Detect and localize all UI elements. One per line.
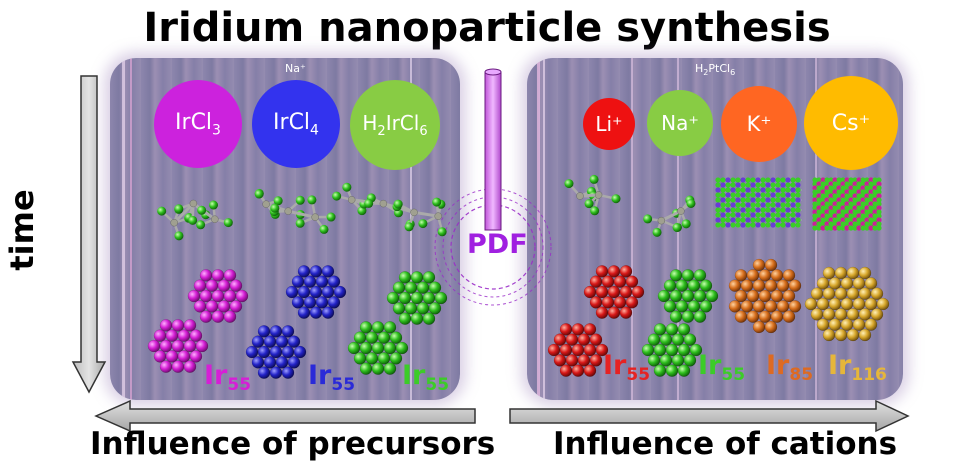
molecule-irc13 xyxy=(157,199,233,241)
cluster-green-right-upper xyxy=(657,269,719,323)
cluster-blue-upper xyxy=(285,265,347,319)
precursor-arrow xyxy=(94,399,476,433)
precursor-caption: Influence of precursors xyxy=(90,426,496,462)
cluster-magenta-lower xyxy=(147,319,209,373)
page-title: Iridium nanoparticle synthesis xyxy=(143,5,831,51)
precursor-panel: Na⁺ IrCl3 IrCl4 H2IrCl6 xyxy=(110,58,460,400)
molecule-irc14 xyxy=(254,188,336,234)
molecule-li xyxy=(564,174,621,216)
cation-arrow xyxy=(509,399,910,433)
molecular-structures xyxy=(157,174,696,241)
product-label-right-1: Ir55 xyxy=(603,350,651,385)
cluster-magenta-upper xyxy=(187,269,249,323)
cation-k-label: K⁺ xyxy=(746,112,772,136)
product-label-left-2: Ir55 xyxy=(308,360,356,395)
cation-cs-label: Cs⁺ xyxy=(831,110,871,136)
nanoparticle-clusters xyxy=(147,258,890,379)
cation-k-circle: K⁺ xyxy=(721,86,797,162)
precursor-ircl3-circle: IrCl3 xyxy=(154,80,242,168)
precursor-ircl4-label: IrCl4 xyxy=(273,109,319,139)
pdf-probe xyxy=(434,68,552,306)
product-label-left-3: Ir55 xyxy=(402,360,450,395)
precursor-h2ircl6-label: H2IrCl6 xyxy=(362,111,428,139)
molecule-na xyxy=(643,195,696,237)
cation-li-label: Li⁺ xyxy=(595,112,623,136)
cluster-blue-lower xyxy=(245,325,307,379)
crystal-lattices xyxy=(715,177,882,231)
precursor-ircl4-circle: IrCl4 xyxy=(252,80,340,168)
pdf-label: PDF xyxy=(467,229,528,260)
cation-cs-circle: Cs⁺ xyxy=(804,76,898,170)
cation-na-label: Na⁺ xyxy=(661,111,699,135)
cation-na-circle: Na⁺ xyxy=(647,90,713,156)
product-label-right-4: Ir116 xyxy=(828,350,887,385)
time-arrow xyxy=(71,75,107,394)
product-label-right-2: Ir55 xyxy=(698,350,746,385)
time-axis-label: time xyxy=(3,189,41,271)
cation-li-circle: Li⁺ xyxy=(583,98,635,150)
cluster-red-lower xyxy=(547,323,609,377)
left-header-label: Na⁺ xyxy=(285,62,306,75)
cluster-red-upper xyxy=(583,265,645,319)
cluster-green-right-lower xyxy=(641,323,703,377)
lattice-cs xyxy=(812,177,882,231)
right-header-label: H2PtCl6 xyxy=(695,62,736,78)
product-label-right-3: Ir85 xyxy=(766,350,814,385)
precursor-h2ircl6-circle: H2IrCl6 xyxy=(350,80,440,170)
molecule-h2ircl6 xyxy=(332,182,447,237)
precursor-ircl3-label: IrCl3 xyxy=(175,109,221,139)
lattice-k xyxy=(715,177,802,228)
product-label-left-1: Ir55 xyxy=(204,360,252,395)
cluster-green-upper xyxy=(386,271,448,325)
cation-caption: Influence of cations xyxy=(553,426,898,462)
cluster-gold xyxy=(804,266,890,342)
cluster-green-lower xyxy=(347,321,409,375)
cluster-orange xyxy=(728,258,802,334)
